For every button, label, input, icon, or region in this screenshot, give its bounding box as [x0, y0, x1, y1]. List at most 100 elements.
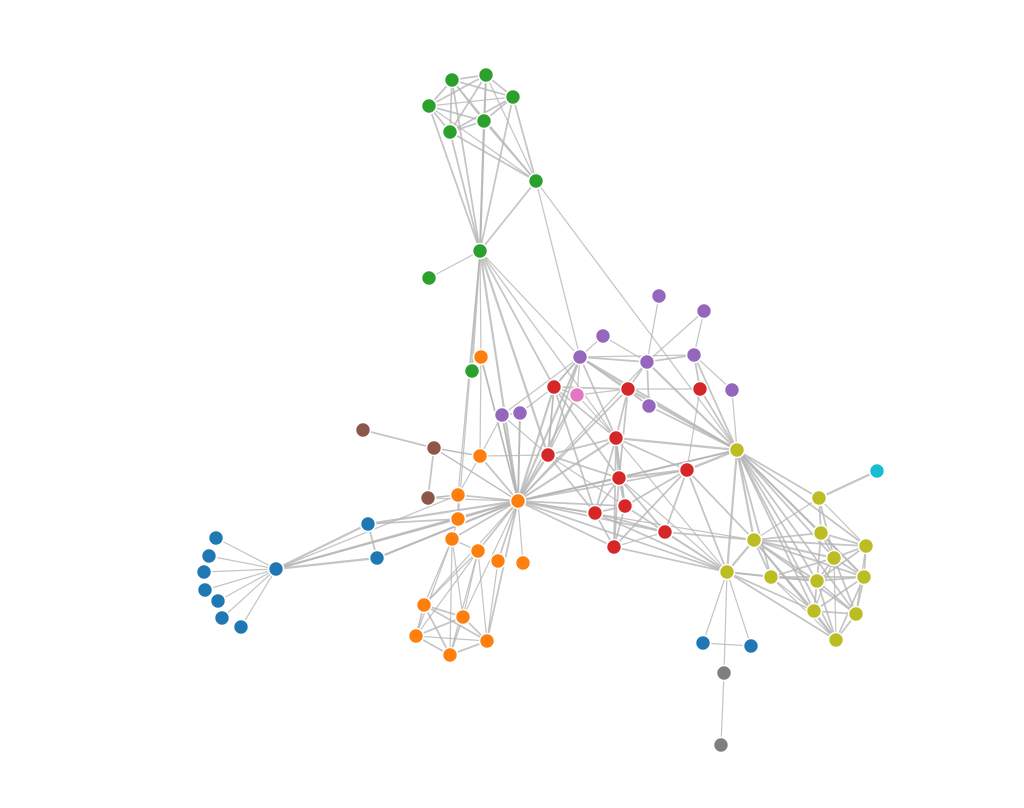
- node-group3-c1[interactable]: [359, 515, 377, 533]
- link-e1-e5: [646, 295, 660, 363]
- node-group4-d1[interactable]: [545, 378, 563, 396]
- node-group2-b5[interactable]: [449, 510, 467, 528]
- node-group3-c12[interactable]: [742, 637, 760, 655]
- node-group8-h3[interactable]: [812, 524, 830, 542]
- link-b12-b6: [415, 538, 453, 637]
- node-group4-d4[interactable]: [607, 429, 625, 447]
- node-group2-b4[interactable]: [509, 492, 527, 510]
- node-group4-d8[interactable]: [586, 504, 604, 522]
- node-group4-d10[interactable]: [656, 523, 674, 541]
- link-a2-a5: [449, 74, 487, 133]
- node-group1-a5[interactable]: [441, 123, 459, 141]
- node-group8-h11[interactable]: [805, 602, 823, 620]
- node-group8-h10[interactable]: [855, 568, 873, 586]
- node-group3-c10[interactable]: [232, 618, 250, 636]
- node-group8-h2[interactable]: [810, 489, 828, 507]
- link-h2-h4: [753, 497, 820, 541]
- node-group5-e10[interactable]: [511, 404, 529, 422]
- node-group8-h5[interactable]: [857, 537, 875, 555]
- node-group3-c9[interactable]: [213, 609, 231, 627]
- node-group5-e6[interactable]: [685, 346, 703, 364]
- node-group5-e7[interactable]: [723, 381, 741, 399]
- node-group4-d3[interactable]: [691, 380, 709, 398]
- node-group2-b13[interactable]: [478, 632, 496, 650]
- node-group3-c3[interactable]: [267, 560, 285, 578]
- link-e7-h1: [731, 389, 738, 451]
- node-group8-h4[interactable]: [745, 531, 763, 549]
- node-group2-b8[interactable]: [489, 552, 507, 570]
- link-h8-h13: [770, 576, 837, 641]
- node-group1-a1[interactable]: [443, 71, 461, 89]
- link-b4-b9: [517, 500, 524, 564]
- link-e10-b4: [517, 412, 521, 502]
- node-group4-d9[interactable]: [616, 497, 634, 515]
- node-group7-g1[interactable]: [354, 421, 372, 439]
- node-group7-g3[interactable]: [419, 489, 437, 507]
- node-group4-d6[interactable]: [610, 469, 628, 487]
- node-group2-b12[interactable]: [407, 627, 425, 645]
- node-group8-h1[interactable]: [728, 441, 746, 459]
- link-h7-j1: [723, 571, 728, 674]
- node-group3-c5[interactable]: [200, 547, 218, 565]
- node-group5-e8[interactable]: [640, 397, 658, 415]
- link-d2-d4: [615, 388, 629, 439]
- node-group1-a6[interactable]: [475, 112, 493, 130]
- node-group2-b10[interactable]: [415, 596, 433, 614]
- node-group2-b1[interactable]: [472, 348, 490, 366]
- node-group2-b2[interactable]: [471, 447, 489, 465]
- node-group4-d2[interactable]: [619, 380, 637, 398]
- link-d3-d7: [686, 388, 701, 471]
- node-group5-e9[interactable]: [493, 406, 511, 424]
- node-group1-a7[interactable]: [527, 172, 545, 190]
- node-group1-a9[interactable]: [420, 269, 438, 287]
- node-group5-e4[interactable]: [571, 348, 589, 366]
- node-group8-h13[interactable]: [827, 631, 845, 649]
- node-group1-a2[interactable]: [477, 66, 495, 84]
- node-group7-g2[interactable]: [425, 439, 443, 457]
- node-group9-i1[interactable]: [868, 462, 886, 480]
- node-group3-c6[interactable]: [195, 563, 213, 581]
- link-e4-d4: [579, 356, 617, 439]
- link-h9-h13: [816, 580, 837, 641]
- node-group8-h7[interactable]: [718, 563, 736, 581]
- link-d10-d11: [613, 531, 666, 548]
- node-group1-a8[interactable]: [471, 242, 489, 260]
- link-c3-c6: [203, 568, 277, 573]
- node-group6-f1[interactable]: [568, 386, 586, 404]
- node-group5-e5[interactable]: [638, 353, 656, 371]
- node-group2-b9[interactable]: [514, 554, 532, 572]
- node-group1-a4[interactable]: [420, 97, 438, 115]
- node-group3-c8[interactable]: [209, 592, 227, 610]
- link-h4-h5: [753, 539, 867, 547]
- node-group8-h12[interactable]: [847, 605, 865, 623]
- link-a1-a8: [451, 79, 481, 252]
- node-group3-c11[interactable]: [694, 634, 712, 652]
- node-group8-h9[interactable]: [808, 572, 826, 590]
- node-group10-j1[interactable]: [715, 664, 733, 682]
- node-group2-b14[interactable]: [441, 646, 459, 664]
- node-group5-e1[interactable]: [650, 287, 668, 305]
- node-group10-j2[interactable]: [712, 736, 730, 754]
- node-group4-d5[interactable]: [539, 446, 557, 464]
- link-g1-g2: [362, 429, 435, 449]
- node-group2-b7[interactable]: [469, 542, 487, 560]
- node-group1-a3[interactable]: [504, 88, 522, 106]
- node-group3-c2[interactable]: [368, 549, 386, 567]
- link-a3-a4: [428, 96, 514, 107]
- link-c3-c2: [274, 556, 379, 571]
- node-group8-h6[interactable]: [825, 549, 843, 567]
- node-group4-d11[interactable]: [605, 538, 623, 556]
- node-group2-b11[interactable]: [454, 608, 472, 626]
- node-group3-c7[interactable]: [196, 581, 214, 599]
- node-group2-b6[interactable]: [443, 530, 461, 548]
- link-a1-a5: [449, 79, 453, 133]
- node-group3-c4[interactable]: [207, 529, 225, 547]
- node-group5-e3[interactable]: [594, 327, 612, 345]
- node-group2-b3[interactable]: [449, 486, 467, 504]
- node-group5-e2[interactable]: [695, 302, 713, 320]
- node-group4-d7[interactable]: [678, 461, 696, 479]
- link-a7-h1: [535, 180, 738, 451]
- node-group8-h8[interactable]: [762, 568, 780, 586]
- link-c3-c4: [215, 537, 277, 570]
- node-group1-a10[interactable]: [463, 362, 481, 380]
